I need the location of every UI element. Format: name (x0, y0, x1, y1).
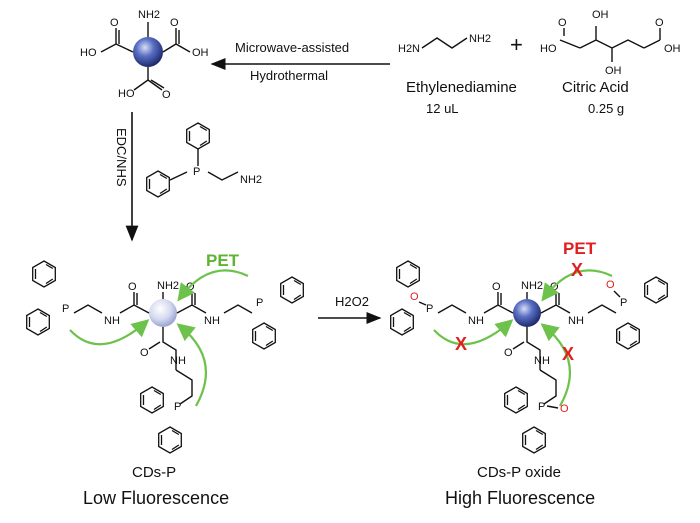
product-left-name: CDs-P (132, 464, 176, 481)
p-label: P (538, 401, 545, 413)
nh-label: NH (204, 315, 220, 327)
oh-label: OH (605, 65, 622, 77)
pet-blocked-x: X (562, 344, 574, 364)
carbon-dot (513, 299, 541, 327)
p-label: P (620, 297, 627, 309)
oh-label: OH (664, 43, 681, 55)
carbonyl-o: O (140, 347, 149, 359)
nh-label: NH (568, 315, 584, 327)
carbonyl-o: O (504, 347, 513, 359)
plus-sign: + (510, 32, 523, 57)
step2-label: EDC/NHS (114, 128, 129, 187)
pet-arrow (540, 323, 572, 407)
h2n-label: H2N (398, 43, 420, 55)
pet-label-right: PET (563, 239, 597, 258)
nh2-label: NH2 (469, 33, 491, 45)
ethylenediamine-amount: 12 uL (426, 101, 459, 116)
carbon-dot-pale (149, 299, 177, 327)
carbonyl-o: O (492, 281, 501, 293)
step1-line1: Microwave-assisted (235, 40, 349, 55)
carbonyl-o: O (162, 89, 171, 101)
p-label: P (193, 166, 200, 178)
carbonyl-o: O (655, 17, 664, 29)
p-label: P (174, 401, 181, 413)
phosphine-oxide-o: O (606, 279, 615, 291)
cds-p-oxide-structure: NH2 O NH P O O NH P O O NH P O (390, 260, 668, 454)
pet-blocked-x: X (455, 334, 467, 354)
citric-acid-name: Citric Acid (562, 79, 629, 96)
product-right-caption: High Fluorescence (445, 488, 595, 508)
ho-label: HO (80, 47, 97, 59)
phosphine-oxide-o: O (560, 403, 569, 415)
nh-label: NH (534, 355, 550, 367)
cds-p-structure: NH2 O NH P O NH P O NH P (26, 260, 304, 454)
pet-arrow (176, 323, 208, 407)
pet-arrow (177, 269, 249, 302)
carbonyl-o: O (558, 17, 567, 29)
pet-arrow (541, 269, 613, 302)
product-left-caption: Low Fluorescence (83, 488, 229, 508)
step3-label: H2O2 (335, 294, 369, 309)
carbon-dot-precursor: NH2 O HO O OH HO O (80, 9, 209, 101)
pet-label-left: PET (206, 251, 240, 270)
nh2-label: NH2 (157, 280, 179, 292)
phosphine-oxide-o: O (410, 291, 419, 303)
product-right-name: CDs-P oxide (477, 464, 561, 481)
carbonyl-o: O (128, 281, 137, 293)
ethylenediamine-structure: H2N NH2 (398, 33, 491, 55)
ethylenediamine-name: Ethylenediamine (406, 79, 517, 96)
ho-label: HO (118, 88, 135, 100)
nh-label: NH (170, 355, 186, 367)
carbon-dot (133, 37, 163, 67)
step1-line2: Hydrothermal (250, 68, 328, 83)
pet-arrow (433, 319, 514, 346)
nh-label: NH (104, 315, 120, 327)
pet-arrow (69, 319, 150, 346)
carbonyl-o: O (110, 17, 119, 29)
citric-acid-amount: 0.25 g (588, 101, 624, 116)
ho-label: HO (540, 43, 557, 55)
p-label: P (426, 303, 433, 315)
citric-acid-structure: HO OH OH OH O O (540, 9, 681, 77)
oh-label: OH (192, 47, 209, 59)
p-label: P (256, 297, 263, 309)
nh-label: NH (468, 315, 484, 327)
nh2-label: NH2 (521, 280, 543, 292)
phosphine-amine-reagent: P NH2 (146, 122, 262, 198)
p-label: P (62, 303, 69, 315)
nh2-label: NH2 (138, 9, 160, 21)
nh2-label: NH2 (240, 174, 262, 186)
pet-blocked-x: X (571, 260, 583, 280)
carbonyl-o: O (170, 17, 179, 29)
oh-label: OH (592, 9, 609, 21)
